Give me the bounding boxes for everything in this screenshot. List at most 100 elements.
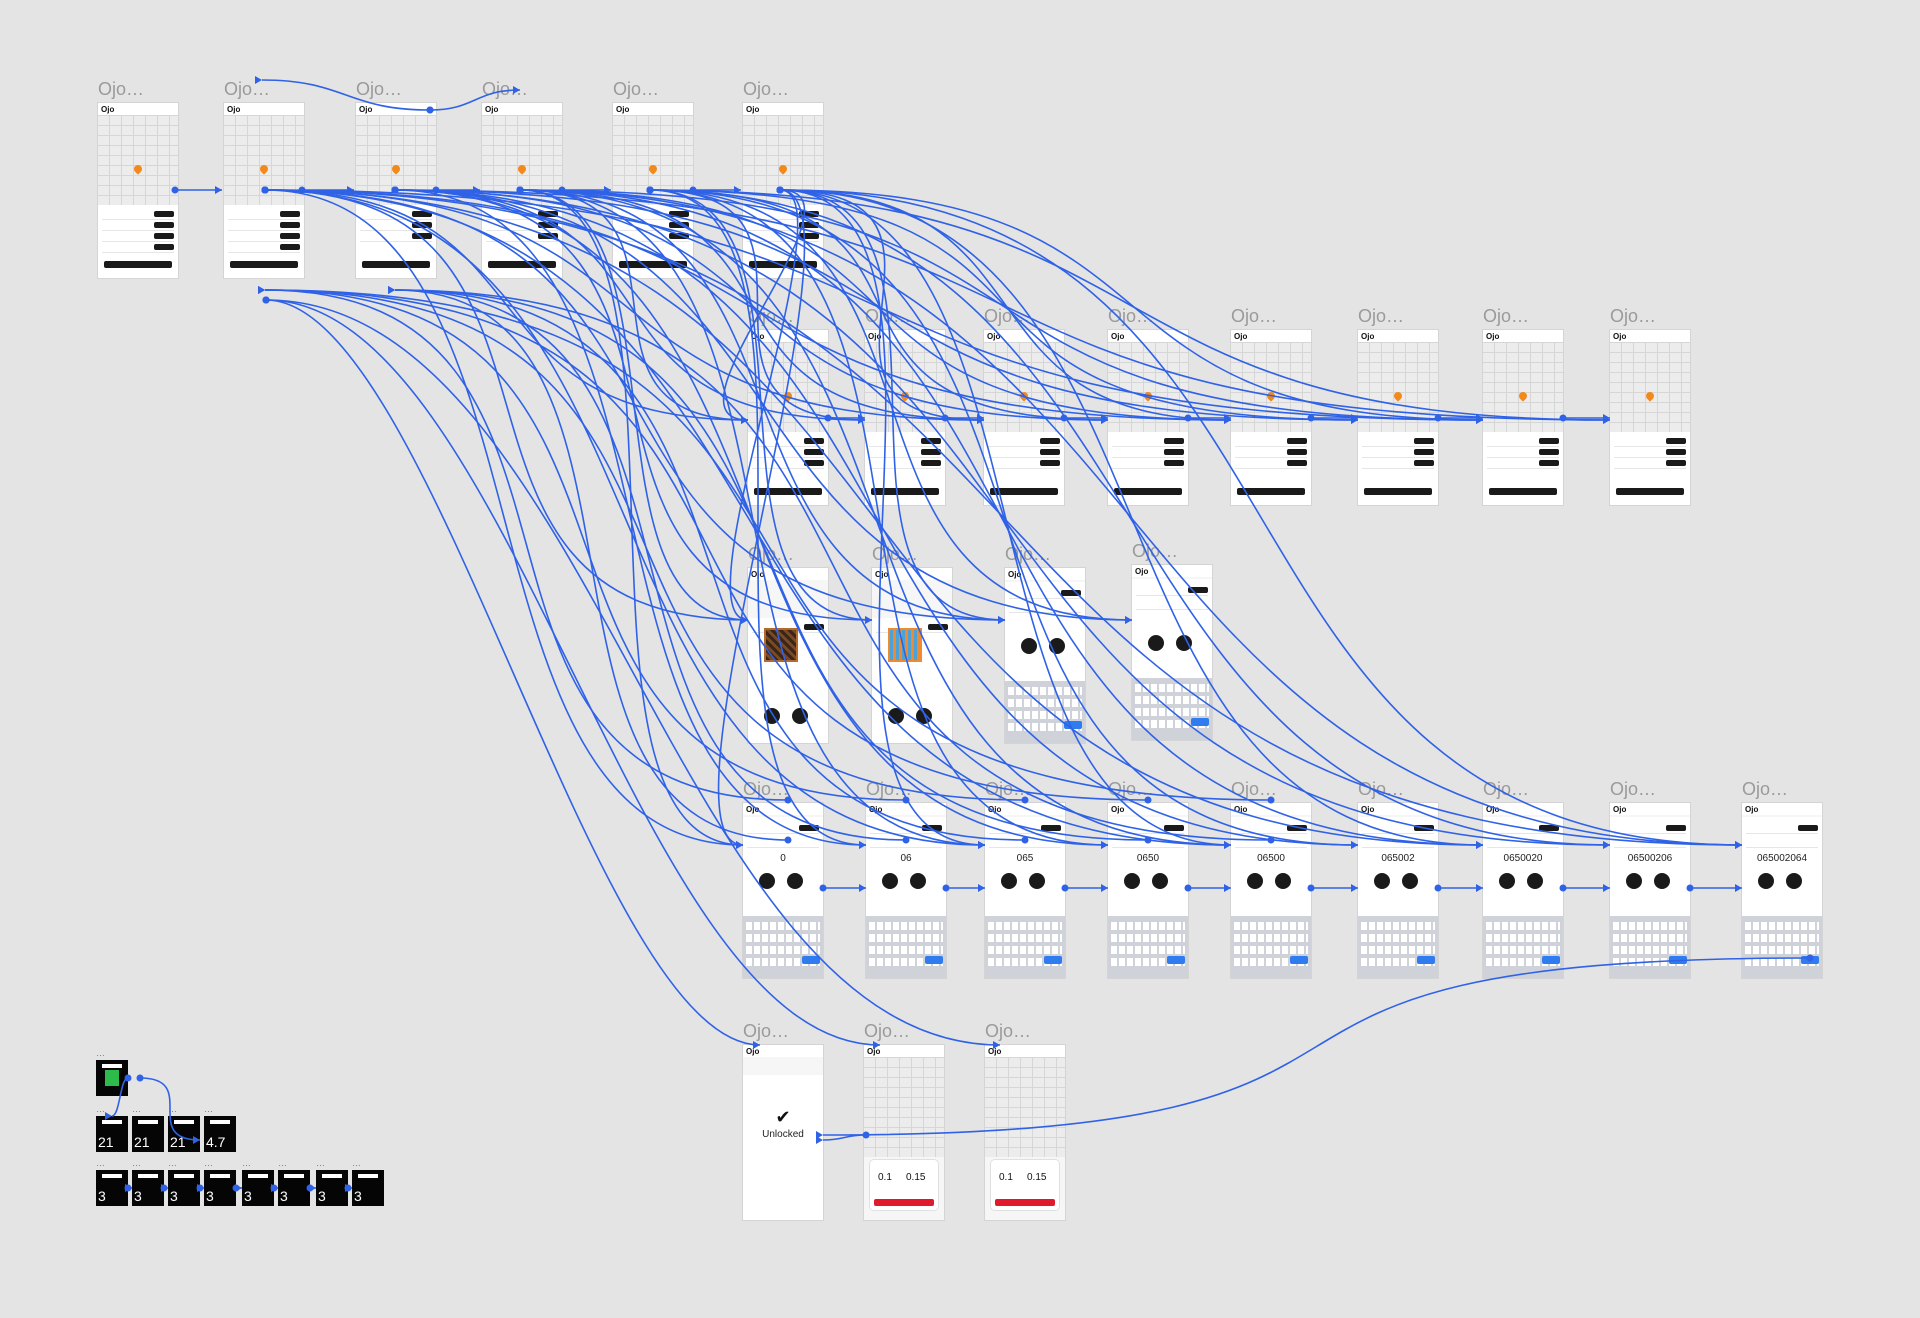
scan-unlock-button[interactable]: [619, 261, 687, 268]
trip-map[interactable]: [985, 1057, 1065, 1157]
scan-unlock-button[interactable]: [990, 488, 1058, 495]
connection-origin-dot[interactable]: [1686, 884, 1694, 892]
scooter-option-row[interactable]: [617, 211, 689, 220]
numeric-keyboard[interactable]: [1610, 916, 1690, 978]
select-button[interactable]: [804, 460, 824, 466]
scooter-option-row[interactable]: [747, 222, 819, 231]
scooter-option-row[interactable]: [1487, 449, 1559, 458]
select-button[interactable]: [280, 211, 300, 217]
scooter-option-row[interactable]: [228, 211, 300, 220]
select-button[interactable]: [669, 222, 689, 228]
scan-unlock-button[interactable]: [1489, 488, 1557, 495]
select-button[interactable]: [154, 222, 174, 228]
select-button[interactable]: [1164, 460, 1184, 466]
scooter-option-row[interactable]: [988, 460, 1060, 469]
connection-origin-dot[interactable]: [391, 186, 399, 194]
watch-count-4[interactable]: 3: [204, 1170, 236, 1206]
scan-button[interactable]: [1152, 873, 1168, 889]
scooter-option-row[interactable]: [1235, 449, 1307, 458]
connection-origin-dot[interactable]: [1307, 884, 1315, 892]
scooter-option-row[interactable]: [1487, 438, 1559, 447]
flashlight-button[interactable]: [1001, 873, 1017, 889]
connection-origin-dot[interactable]: [1559, 884, 1567, 892]
connection-origin-dot[interactable]: [1060, 414, 1068, 422]
scan-unlock-button[interactable]: [104, 261, 172, 268]
select-button[interactable]: [280, 233, 300, 239]
scooter-option-row[interactable]: [617, 233, 689, 242]
flashlight-button[interactable]: [882, 873, 898, 889]
connection-origin-dot[interactable]: [1559, 414, 1567, 422]
select-button[interactable]: [1287, 460, 1307, 466]
select-button[interactable]: [412, 222, 432, 228]
select-button[interactable]: [799, 211, 819, 217]
scooter-option-row[interactable]: [486, 222, 558, 231]
watch-count-3[interactable]: 3: [168, 1170, 200, 1206]
select-button[interactable]: [799, 233, 819, 239]
connection-origin-dot[interactable]: [124, 1074, 132, 1082]
trip-map[interactable]: [864, 1057, 944, 1157]
select-button[interactable]: [154, 211, 174, 217]
screen-home-1[interactable]: Ojo: [98, 103, 178, 278]
connection-origin-dot[interactable]: [1061, 884, 1069, 892]
connection-origin-dot[interactable]: [1144, 836, 1152, 844]
scooter-option-row[interactable]: [988, 438, 1060, 447]
flashlight-button[interactable]: [1148, 635, 1164, 651]
numeric-keyboard[interactable]: [1132, 678, 1212, 740]
numeric-keyboard[interactable]: [1231, 916, 1311, 978]
select-button[interactable]: [412, 211, 432, 217]
keyboard-done-key[interactable]: [1044, 956, 1062, 964]
select-button[interactable]: [921, 460, 941, 466]
watch-count-2[interactable]: 3: [132, 1170, 164, 1206]
scooter-option-row[interactable]: [1614, 438, 1686, 447]
select-button[interactable]: [1164, 449, 1184, 455]
scooter-option-row[interactable]: [102, 211, 174, 220]
scan-unlock-button[interactable]: [1237, 488, 1305, 495]
scooter-option-row[interactable]: [1112, 449, 1184, 458]
select-button[interactable]: [1164, 438, 1184, 444]
connection-origin-dot[interactable]: [824, 414, 832, 422]
scooter-option-row[interactable]: [360, 222, 432, 231]
select-button[interactable]: [1414, 449, 1434, 455]
flashlight-button[interactable]: [1021, 638, 1037, 654]
select-button[interactable]: [538, 222, 558, 228]
select-button[interactable]: [1666, 438, 1686, 444]
connection-origin-dot[interactable]: [1267, 796, 1275, 804]
numeric-keyboard[interactable]: [1108, 916, 1188, 978]
connection-origin-dot[interactable]: [516, 186, 524, 194]
keyboard-done-key[interactable]: [1064, 721, 1082, 729]
scooter-option-row[interactable]: [988, 449, 1060, 458]
scooter-option-row[interactable]: [1362, 449, 1434, 458]
scooter-option-row[interactable]: [1487, 460, 1559, 469]
map-view[interactable]: [98, 115, 178, 205]
scooter-option-row[interactable]: [228, 244, 300, 253]
scooter-option-row[interactable]: [1112, 460, 1184, 469]
flashlight-button[interactable]: [888, 708, 904, 724]
flashlight-button[interactable]: [1374, 873, 1390, 889]
scooter-option-row[interactable]: [1235, 460, 1307, 469]
scan-button[interactable]: [1527, 873, 1543, 889]
select-button[interactable]: [1539, 460, 1559, 466]
screen-unlocked[interactable]: Ojo✔Unlocked: [743, 1045, 823, 1220]
scooter-option-row[interactable]: [869, 460, 941, 469]
connection-origin-dot[interactable]: [136, 1074, 144, 1082]
connection-origin-dot[interactable]: [776, 186, 784, 194]
select-button[interactable]: [280, 222, 300, 228]
end-trip-button[interactable]: [874, 1199, 934, 1206]
connection-origin-dot[interactable]: [1806, 954, 1814, 962]
select-button[interactable]: [1666, 449, 1686, 455]
scooter-option-row[interactable]: [228, 233, 300, 242]
watch-eta-2[interactable]: 21: [132, 1116, 164, 1152]
scan-button[interactable]: [1176, 635, 1192, 651]
connection-origin-dot[interactable]: [784, 836, 792, 844]
connection-origin-dot[interactable]: [941, 414, 949, 422]
scan-unlock-button[interactable]: [362, 261, 430, 268]
scan-button[interactable]: [1029, 873, 1045, 889]
select-button[interactable]: [1287, 438, 1307, 444]
connection-origin-dot[interactable]: [1021, 836, 1029, 844]
numeric-keyboard[interactable]: [1358, 916, 1438, 978]
select-button[interactable]: [1040, 438, 1060, 444]
scooter-option-row[interactable]: [228, 222, 300, 231]
